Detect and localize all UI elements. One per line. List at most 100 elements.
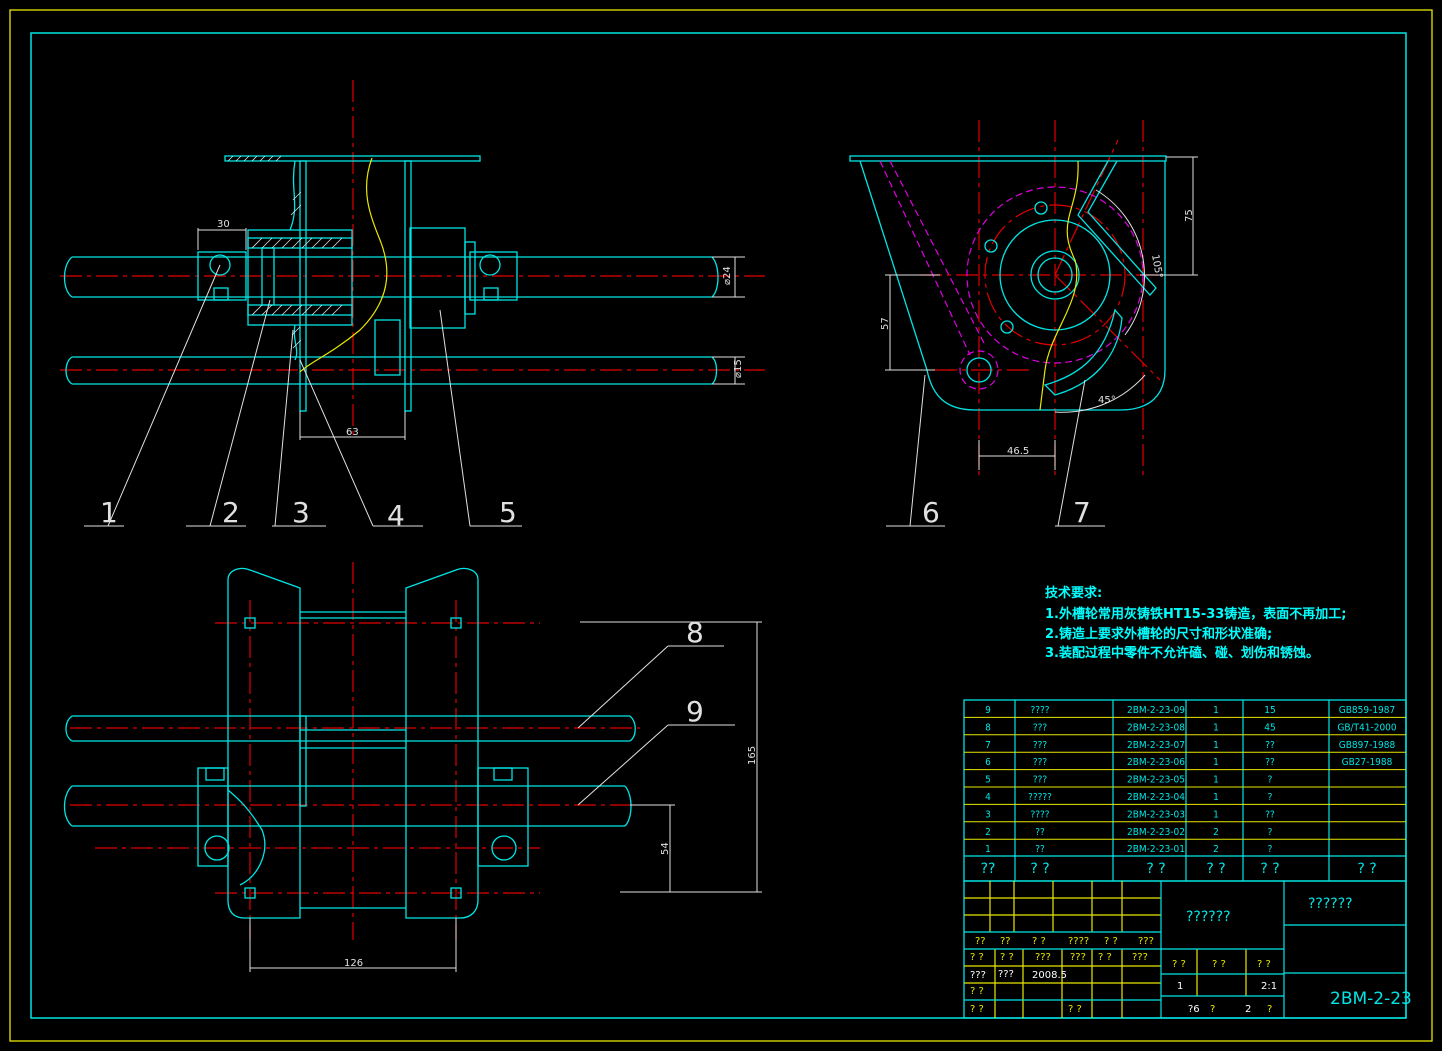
dim-54: 54 (660, 842, 671, 855)
table-cell: 2BM-2-23-01 (1127, 844, 1185, 855)
outer-border (9, 9, 1433, 1042)
dim-105: 105° (1149, 254, 1164, 280)
designer-name: ??? (998, 969, 1014, 980)
table-cell: ? (1268, 775, 1273, 786)
title-block-label: ??? (1070, 952, 1086, 963)
title-block-label: ? ? (1032, 936, 1046, 947)
table-cell: 1 (1213, 792, 1219, 803)
table-cell: GB/T41-2000 (1337, 722, 1397, 733)
title-block-label: ?? (1000, 936, 1011, 947)
sheet-info: ? (1210, 1004, 1215, 1015)
table-cell: 5 (985, 775, 991, 786)
title-block-label: ? ? (970, 1004, 984, 1015)
table-cell: 1 (1213, 722, 1219, 733)
title-block-label: ? ? (970, 952, 984, 963)
table-cell: 3 (985, 809, 991, 820)
table-cell: 45 (1264, 722, 1275, 733)
table-cell: 15 (1264, 705, 1275, 716)
table-cell: 1 (1213, 775, 1219, 786)
balloon-labels: 1 2 3 4 5 6 7 8 9 (100, 496, 1091, 728)
title-block-label: ???? (1068, 936, 1089, 947)
side-view: 75 105° 57 45° 46.5 (849, 120, 1198, 527)
table-cell: 2BM-2-23-05 (1127, 775, 1185, 786)
balloon-9: 9 (686, 695, 704, 728)
dim-63: 63 (346, 427, 359, 438)
title-block-label: ?? (975, 936, 986, 947)
title-block-label: ? ? (1172, 959, 1186, 970)
balloon-3: 3 (292, 496, 310, 529)
table-cell: ?? (1265, 757, 1275, 768)
tech-req-line: 2.铸造上要求外槽轮的尺寸和形状准确; (1045, 626, 1272, 642)
dim-30: 30 (217, 219, 230, 230)
dim-75: 75 (1184, 209, 1195, 222)
table-cell: 1 (1213, 757, 1219, 768)
table-cell: ??? (1033, 775, 1048, 786)
tech-req-line: 3.装配过程中零件不允许磕、碰、划伤和锈蚀。 (1045, 645, 1319, 661)
company-name: ?????? (1308, 896, 1353, 912)
table-cell: ? (1268, 844, 1273, 855)
table-cell: 2BM-2-23-09 (1127, 705, 1185, 716)
designer-label: ??? (970, 970, 986, 981)
dim-126: 126 (344, 958, 363, 969)
table-cell: 2BM-2-23-03 (1127, 809, 1185, 820)
table-cell: 8 (985, 722, 991, 733)
table-cell: 9 (985, 705, 991, 716)
title-block-label: ? ? (970, 986, 984, 997)
title-block-label: ? ? (1000, 952, 1014, 963)
table-cell: 1 (1213, 705, 1219, 716)
table-cell: 2BM-2-23-08 (1127, 722, 1185, 733)
table-header-cell: ? ? (1260, 861, 1279, 877)
dim-57: 57 (880, 317, 891, 330)
dim-46-5: 46.5 (1007, 446, 1029, 457)
table-cell: ? (1268, 827, 1273, 838)
table-cell: 2 (1213, 827, 1219, 838)
balloon-1: 1 (100, 496, 118, 529)
table-cell: 2BM-2-23-06 (1127, 757, 1185, 768)
balloon-5: 5 (499, 496, 517, 529)
table-header-cell: ? ? (1030, 861, 1049, 877)
dim-15: ⌀15 (733, 359, 744, 378)
part-name: ?????? (1186, 909, 1231, 925)
table-header-cell: ?? (981, 861, 996, 877)
sheet-info: 2 (1245, 1004, 1251, 1015)
balloon-2: 2 (222, 496, 240, 529)
tech-req-title: 技术要求: (1045, 585, 1102, 601)
scale: 2:1 (1261, 981, 1277, 992)
table-header-cell: ? ? (1206, 861, 1225, 877)
title-block-label: ? ? (1257, 959, 1271, 970)
table-cell: GB897-1988 (1339, 740, 1396, 751)
table-cell: ???? (1030, 809, 1049, 820)
table-cell: ?? (1265, 740, 1275, 751)
date: 2008.5 (1032, 970, 1067, 981)
table-cell: 2BM-2-23-07 (1127, 740, 1185, 751)
balloon-8: 8 (686, 616, 704, 649)
title-block-label: ??? (1035, 952, 1051, 963)
table-cell: GB859-1987 (1339, 705, 1395, 716)
title-block-label: ? ? (1212, 959, 1226, 970)
top-view: 165 54 126 (63, 562, 762, 972)
table-cell: ??? (1033, 740, 1048, 751)
table-cell: 1 (985, 844, 991, 855)
table-cell: 1 (1213, 740, 1219, 751)
table-cell: GB27-1988 (1342, 757, 1393, 768)
title-block-label: ??? (1132, 952, 1148, 963)
table-cell: 4 (985, 792, 991, 803)
dim-45: 45° (1098, 395, 1116, 406)
table-cell: 7 (985, 740, 991, 751)
table-cell: 1 (1213, 809, 1219, 820)
table-cell: 2BM-2-23-02 (1127, 827, 1185, 838)
table-header-cell: ? ? (1357, 861, 1376, 877)
table-cell: ?? (1265, 809, 1275, 820)
table-cell: 2BM-2-23-04 (1127, 792, 1185, 803)
drawing-number: 2BM-2-23 (1330, 989, 1412, 1009)
table-cell: ????? (1028, 792, 1052, 803)
balloon-6: 6 (922, 496, 940, 529)
table-cell: ? (1268, 792, 1273, 803)
table-cell: ??? (1033, 722, 1048, 733)
balloon-4: 4 (387, 499, 405, 532)
table-cell: 2 (1213, 844, 1219, 855)
title-block-label: ? ? (1104, 936, 1118, 947)
table-cell: ?? (1035, 827, 1045, 838)
